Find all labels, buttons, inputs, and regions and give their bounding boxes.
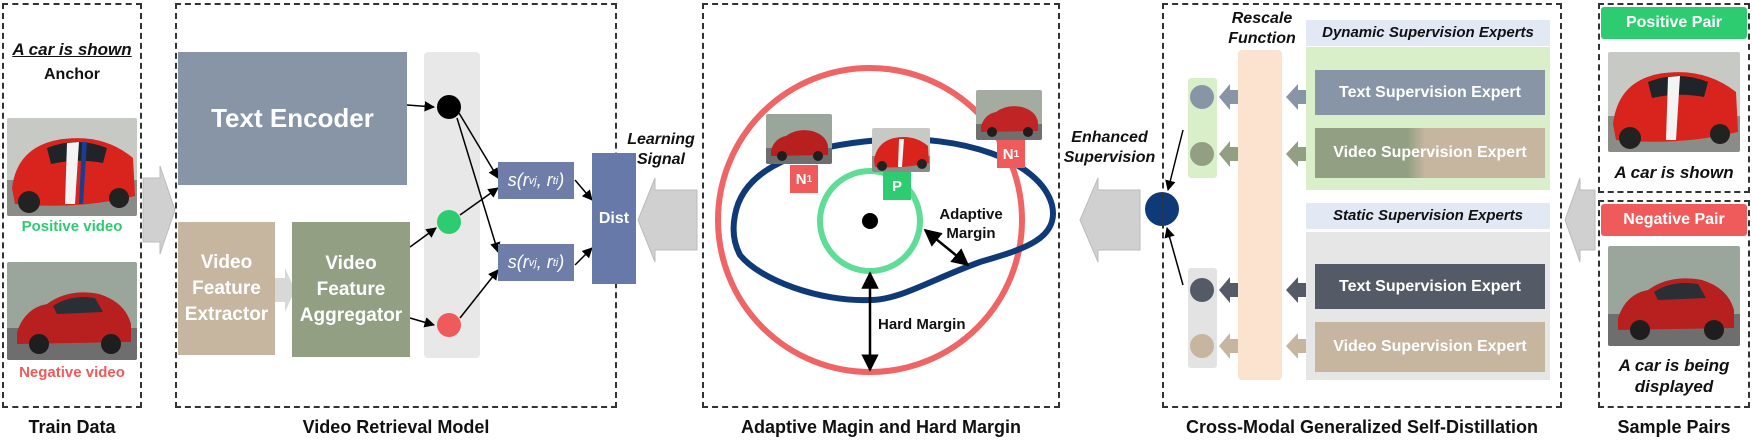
n1-right-label: N xyxy=(1002,145,1014,163)
arrow-enhanced-supervision xyxy=(1079,177,1141,263)
positive-pair-caption: A car is shown xyxy=(1614,163,1734,182)
red-sedan-icon xyxy=(976,90,1042,140)
positive-video-label: Positive video xyxy=(21,218,123,235)
hard-margin-label: Hard Margin xyxy=(878,316,966,333)
sim-negative-prefix: s(r xyxy=(507,252,529,272)
arrow-train-to-model xyxy=(142,165,176,255)
stat-video-score xyxy=(1190,334,1214,358)
positive-pair-badge: Positive Pair xyxy=(1601,7,1747,39)
sample-pairs-title: Sample Pairs xyxy=(1617,417,1731,437)
negative-video-image xyxy=(7,262,137,360)
train-data-panel xyxy=(2,3,142,408)
enhanced-supervision-label: Enhanced Supervision xyxy=(1063,129,1156,166)
retrieval-model-title: Video Retrieval Model xyxy=(302,417,490,437)
red-car-icon xyxy=(1608,52,1740,152)
arrow-rescale-stat-video xyxy=(1219,333,1240,359)
rescale-function-label: Rescale Function xyxy=(1228,10,1296,47)
anchor-point xyxy=(862,213,878,229)
stat-video-expert: Video Supervision Expert xyxy=(1315,322,1545,372)
arrow-samples-to-distill xyxy=(1564,177,1596,263)
distillation-panel xyxy=(1162,3,1562,408)
anchor-label: Anchor xyxy=(44,66,100,83)
positive-video-image xyxy=(7,118,137,216)
positive-pair-panel xyxy=(1598,3,1750,193)
n1-left-label: N xyxy=(795,170,807,188)
arrow-sim2-to-dist xyxy=(574,247,593,266)
margin-panel xyxy=(702,3,1060,408)
negative-sample-thumb-left xyxy=(766,114,832,164)
arrow-rescale-dyn-video xyxy=(1219,141,1240,167)
adaptive-contour xyxy=(730,136,1057,304)
arrow-aggregator-to-negdot xyxy=(409,317,436,328)
red-sedan-icon xyxy=(7,262,137,360)
rescale-function-bar xyxy=(1238,50,1282,380)
arrow-stat-video-expert xyxy=(1286,333,1308,359)
arrow-dyn-to-node xyxy=(1165,129,1184,192)
dyn-text-score xyxy=(1190,85,1214,109)
red-car-icon xyxy=(7,118,137,216)
adaptive-margin-label: Adaptive Margin xyxy=(939,206,1003,242)
arrow-dyn-text-expert xyxy=(1286,84,1308,110)
negative-pair-badge: Negative Pair xyxy=(1601,204,1747,236)
arrow-dyn-video-expert xyxy=(1286,141,1308,167)
arrow-sim1-to-dist xyxy=(574,179,593,201)
p-badge: P xyxy=(883,172,911,200)
stat-text-expert: Text Supervision Expert xyxy=(1315,264,1545,309)
margin-title: Adaptive Magin and Hard Margin xyxy=(740,417,1022,437)
arrow-negdot-to-sim2 xyxy=(459,269,499,319)
feature-extractor-block: Video Feature Extractor xyxy=(178,222,275,355)
positive-embedding-dot xyxy=(437,210,461,234)
train-data-title: Train Data xyxy=(28,417,116,437)
distillation-title: Cross-Modal Generalized Self-Distillatio… xyxy=(1185,417,1539,437)
arrow-rescale-dyn-text xyxy=(1219,84,1240,110)
arrow-posdot-to-sim1 xyxy=(459,187,499,216)
negative-pair-panel xyxy=(1598,200,1750,408)
red-car-icon xyxy=(872,128,930,172)
positive-pair-image xyxy=(1608,52,1740,152)
arrow-extractor-to-aggregator xyxy=(275,268,295,312)
negative-sample-thumb-right xyxy=(976,90,1042,140)
arrow-textdot-to-sim2 xyxy=(456,117,501,254)
negative-pair-image xyxy=(1608,246,1740,346)
arrow-aggregator-to-posdot xyxy=(409,227,437,248)
dynamic-experts-header: Dynamic Supervision Experts xyxy=(1306,20,1550,46)
negative-embedding-dot xyxy=(437,313,461,337)
red-sedan-icon xyxy=(1608,246,1740,346)
hard-margin-circle xyxy=(715,65,1025,375)
arrow-learning-signal xyxy=(637,177,698,263)
sim-positive-prefix: s(r xyxy=(507,170,529,190)
negative-video-label: Negative video xyxy=(19,364,125,381)
text-embedding-dot xyxy=(437,95,461,119)
arrow-textdot-to-sim1 xyxy=(458,112,499,179)
positive-sample-thumb xyxy=(872,128,930,172)
static-experts-header: Static Supervision Experts xyxy=(1306,203,1550,229)
dyn-video-expert: Video Supervision Expert xyxy=(1315,128,1545,178)
feature-aggregator-block: Video Feature Aggregator xyxy=(292,222,410,357)
adaptive-margin-arrow xyxy=(923,228,970,267)
text-encoder-block: Text Encoder xyxy=(178,52,407,185)
anchor-margin-circle xyxy=(817,168,923,274)
stat-text-score xyxy=(1190,278,1214,302)
arrow-stat-to-node xyxy=(1164,226,1184,286)
dyn-video-score xyxy=(1190,142,1214,166)
embedding-column xyxy=(424,52,480,358)
arrow-stat-text-expert xyxy=(1286,277,1308,303)
dist-block: Dist xyxy=(592,153,636,284)
arrow-encoder-to-dot xyxy=(406,101,436,112)
negative-pair-caption: A car is being displayed xyxy=(1618,356,1730,396)
anchor-caption: A car is shown xyxy=(12,40,132,59)
red-sedan-icon xyxy=(766,114,832,164)
learning-signal-label: Learning Signal xyxy=(627,131,695,168)
arrow-rescale-stat-text xyxy=(1219,277,1240,303)
dyn-text-expert: Text Supervision Expert xyxy=(1315,70,1545,115)
